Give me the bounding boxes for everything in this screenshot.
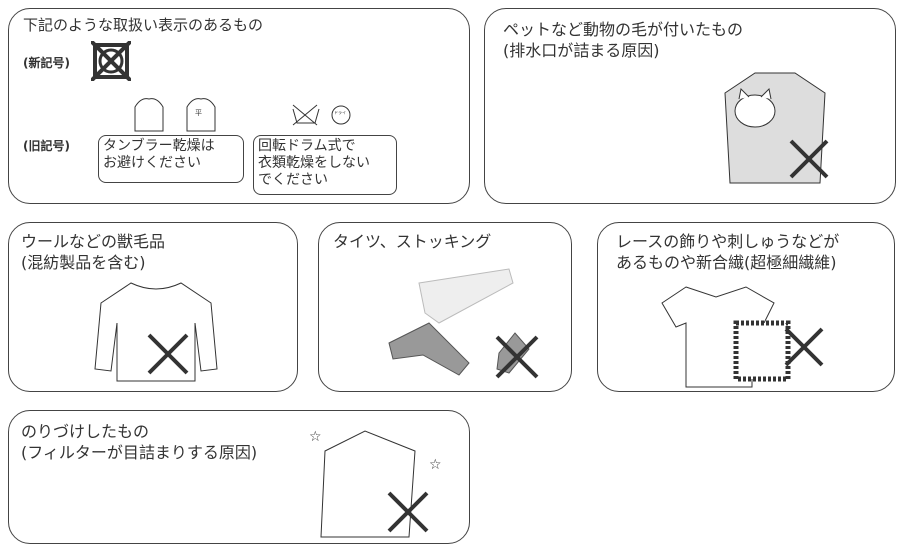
no-wash-dry-icons: ドライ <box>292 104 351 126</box>
stockings-illustration <box>388 268 539 379</box>
cat-on-sweater-illustration <box>724 72 829 184</box>
panel-title: 下記のような取扱い表示のあるもの <box>23 16 264 34</box>
wool-panel: ウールなどの獣毛品(混紡製品を含む) <box>8 222 298 392</box>
lace-panel: レースの飾りや刺しゅうなどがあるものや新合繊(超極細繊維) <box>597 222 895 392</box>
lace-shirt-illustration <box>661 286 824 388</box>
tumble-dry-symbol-panel: 下記のような取扱い表示のあるもの (新記号) (旧記号) 平 ドライ タンブラー… <box>8 8 470 204</box>
no-tumble-dry-icon <box>91 41 131 81</box>
panel-text: タイツ、ストッキング <box>333 232 492 251</box>
hang-dry-icons: 平 <box>134 98 216 132</box>
panel-text: ペットなど動物の毛が付いたもの(排水口が詰まる原因) <box>503 20 744 60</box>
new-symbol-label: (新記号) <box>23 56 70 70</box>
panel-text: レースの飾りや刺しゅうなどがあるものや新合繊(超極細繊維) <box>616 232 840 272</box>
drum-dry-note: 回転ドラム式で衣類乾燥をしないでください <box>253 135 397 195</box>
wool-sweater-illustration <box>94 282 218 382</box>
starched-panel: のりづけしたもの(フィルターが目詰まりする原因) ☆☆ <box>8 410 470 544</box>
starched-shirt-illustration: ☆☆ <box>309 429 442 538</box>
old-symbol-label: (旧記号) <box>23 139 70 153</box>
svg-text:平: 平 <box>195 109 202 117</box>
svg-text:☆: ☆ <box>309 429 322 445</box>
tights-panel: タイツ、ストッキング <box>318 222 572 392</box>
svg-text:ドライ: ドライ <box>334 109 346 115</box>
panel-text: ウールなどの獣毛品(混紡製品を含む) <box>21 232 166 272</box>
svg-text:☆: ☆ <box>429 457 442 473</box>
panel-text: のりづけしたもの(フィルターが目詰まりする原因) <box>21 422 258 462</box>
pet-hair-panel: ペットなど動物の毛が付いたもの(排水口が詰まる原因) <box>484 8 896 204</box>
tumble-dry-note: タンブラー乾燥はお避けください <box>98 135 244 183</box>
